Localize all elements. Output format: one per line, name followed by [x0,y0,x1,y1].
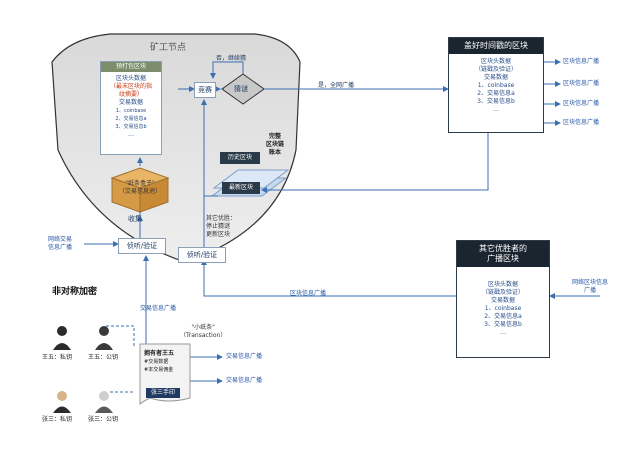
ledger-title-line: 完整 [269,133,282,140]
other-winner-block-panel: 其它优胜者的 广播区块 区块头数据 （链戳及验证） 交易数据 1、coinbas… [456,240,550,358]
other-line: 3、交易信息b [484,321,522,328]
zhang-public-avatar [95,391,113,413]
other-block-title-line: 广播区块 [487,254,519,263]
other-block-title-line: 其它优胜者的 [479,244,527,253]
winner-broadcast-label: 区块信息广播 [563,100,600,107]
tx-pool-label-line: "纸条盒子" [125,180,155,187]
prepackaged-line: 区块头数据 [115,75,146,82]
ledger-title-line: 区块链 [266,141,285,148]
winner-broadcast-label: 区块信息广播 [563,119,600,126]
collect-label: 收集 [128,215,142,223]
winner-line: 交易数据 [483,74,508,81]
signature-stamp: 张三手印 [146,388,180,398]
note-line: 拥有者王五 [144,350,175,357]
listen-verify-tx: 侦听/验证 [118,238,166,254]
prepackaged-line: 3、交易信息b [115,124,147,130]
guess-label: 猜谜 [234,85,248,93]
other-winner-block-title: 其它优胜者的 广播区块 [457,241,549,267]
yes-broadcast-label: 是，全网广播 [318,82,355,89]
full-ledger-label: 完整 区块链 账本 [266,133,284,157]
tx-broadcast-label: 交易信息广播 [226,353,263,360]
network-block-broadcast-label: 网络区块信息 广播 [572,279,608,295]
asymmetric-encryption-title: 非对称加密 [52,287,98,297]
zhang-private-avatar [53,391,71,413]
wang-private-avatar [53,326,71,350]
prepackaged-block-title: 预打包区块 [101,62,161,72]
tx-info-broadcast-top: 交易信息广播 [140,305,177,312]
other-line: … [500,329,506,336]
prepackaged-line: 纹摘要） [118,91,143,98]
zhang-private-key-label: 张三：私钥 [42,416,73,423]
note-line: #本交易佣金 [144,367,174,373]
winner-line: （链戳及验证） [474,66,517,73]
note-label-line: "小纸条" [191,324,215,331]
timestamped-block-title: 盖好时间戳的区块 [449,38,543,54]
network-block-line: 广播 [584,287,597,294]
miner-node-shield [51,33,301,263]
wang-private-key-label: 王五：私钥 [42,354,73,361]
miner-node-title: 矿工节点 [150,43,187,53]
note-label-line: （Transaction） [180,332,227,339]
compete-box: 竞赛 [194,82,216,98]
tx-pool-label-line: （交易信息池） [118,188,161,195]
prepackaged-line: … [128,131,134,138]
prepackaged-line: （最末区块的指 [109,83,152,90]
winner-line: 2、交易信息a [477,90,515,97]
other-winner-line: 更新区块 [206,231,231,238]
winner-line: … [493,106,499,113]
other-line: 2、交易信息a [484,313,522,320]
wang-public-avatar [95,326,113,350]
network-block-line: 网络区块信息 [572,279,609,286]
note-content: 拥有者王五 #交易数据 #本交易佣金 [144,350,188,374]
tx-broadcast-label: 交易信息广播 [226,377,263,384]
ledger-title-line: 账本 [269,149,282,156]
guess-diamond [221,73,265,105]
latest-block: 最新区块 [222,182,260,194]
other-winner-note: 其它优胜： 停止猜谜 更新区块 [206,215,236,239]
history-block: 历史区块 [220,152,260,164]
prepackaged-block: 预打包区块 区块头数据 （最末区块的指 纹摘要） 交易数据 1、coinbase… [100,61,162,155]
box-icon [110,167,170,213]
winner-line: 1、coinbase [477,82,515,89]
other-winner-line: 停止猜谜 [206,223,231,230]
prepackaged-line: 交易数据 [118,99,143,106]
winner-broadcast-label: 区块信息广播 [563,58,600,65]
prepackaged-line: 1、coinbase [115,108,147,114]
listen-verify-block: 侦听/验证 [178,247,226,263]
zhang-public-key-label: 张三：公钥 [88,416,119,423]
wang-public-key-label: 王五：公钥 [88,354,119,361]
timestamped-block-panel: 盖好时间戳的区块 区块头数据 （链戳及验证） 交易数据 1、coinbase 2… [448,37,544,133]
other-line: 1、coinbase [484,305,522,312]
other-line: （链戳及验证） [481,289,524,296]
no-continue-label: 否，继续猜 [216,55,247,62]
prepackaged-line: 2、交易信息a [115,116,147,122]
note-line: #交易数据 [144,359,169,365]
network-tx-broadcast-label: 网络交易 信息广播 [48,236,72,252]
network-tx-line: 网络交易 [48,236,73,243]
other-line: 区块头数据 [487,281,518,288]
other-line: 交易数据 [490,297,515,304]
winner-line: 区块头数据 [480,58,511,65]
network-tx-line: 信息广播 [48,244,73,251]
winner-broadcast-label: 区块信息广播 [563,80,600,87]
block-info-broadcast-label: 区块信息广播 [290,290,327,297]
note-label: "小纸条" （Transaction） [180,324,226,340]
winner-line: 3、交易信息b [477,98,515,105]
other-winner-line: 其它优胜： [206,215,237,222]
tx-pool-label: "纸条盒子" （交易信息池） [114,180,166,196]
